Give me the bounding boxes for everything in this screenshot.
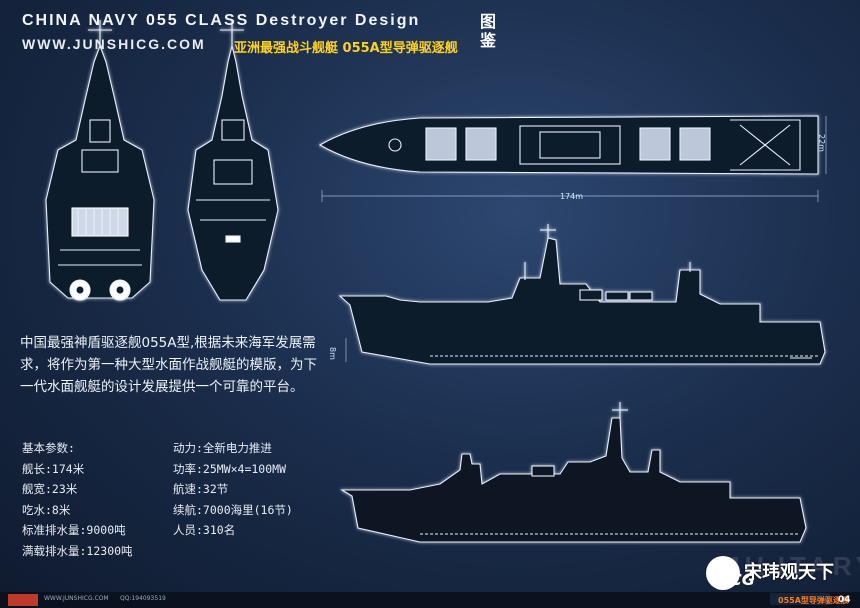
param-standard-displacement: 标准排水量:9000吨 xyxy=(22,523,126,537)
cg-logo-text: CG xyxy=(730,570,755,589)
plan-view xyxy=(318,115,819,175)
param-power: 功率:25MW×4=100MW xyxy=(173,461,287,476)
site-url[interactable]: WWW.JUNSHICG.COM xyxy=(22,36,206,52)
bow-view xyxy=(187,20,279,301)
side-view-1 xyxy=(338,224,826,365)
plan-dimension-lines xyxy=(321,116,827,202)
params-header: 基本参数: xyxy=(22,441,75,455)
wechat-badge: 宋玮观天下 xyxy=(706,556,856,590)
tujian-label: 图鉴 xyxy=(480,12,497,50)
params-right-list: 动力:全新电力推进 功率:25MW×4=100MW 航速:32节 续航:7000… xyxy=(173,438,293,541)
page-title: CHINA NAVY 055 CLASS Destroyer Design xyxy=(22,12,421,29)
draft-dimension: 8m xyxy=(328,347,337,360)
page-subtitle: 亚洲最强战斗舰艇 055A型导弹驱逐舰 xyxy=(234,41,458,56)
footer-page-label: 055A型导弹驱逐舰 xyxy=(778,596,849,605)
front-view xyxy=(45,20,155,301)
param-length: 舰长:174米 xyxy=(22,461,85,476)
footer-page-bar xyxy=(770,593,830,605)
description-text: 中国最强神盾驱逐舰055A型,根据未来海军发展需求，将作为第一种大型水面作战舰艇… xyxy=(20,335,317,395)
param-full-displacement: 满载排水量:12300吨 xyxy=(22,543,133,558)
page-number: 04 xyxy=(838,595,851,605)
length-dimension: 174m xyxy=(560,192,584,201)
params-left-list: 基本参数: 舰长:174米 舰宽:23米 吃水:8米 标准排水量:9000吨 满… xyxy=(22,438,133,561)
param-beam: 舰宽:23米 xyxy=(22,482,78,496)
footer-url[interactable]: WWW.JUNSHICG.COM xyxy=(44,595,109,602)
wechat-logo-icon xyxy=(706,556,740,590)
side-view-2 xyxy=(340,402,807,543)
footer-logo-block xyxy=(8,594,38,606)
footer-qq: QQ:194093519 xyxy=(120,595,166,602)
military-watermark: MILITARY xyxy=(718,551,860,581)
param-draft: 吃水:8米 xyxy=(22,502,71,517)
param-power-type: 动力:全新电力推进 xyxy=(173,441,272,455)
wechat-account-name: 宋玮观天下 xyxy=(744,562,834,583)
param-crew: 人员:310名 xyxy=(173,523,236,537)
beam-dimension: 22m xyxy=(817,134,826,152)
param-speed: 航速:32节 xyxy=(173,482,229,496)
footer-bar xyxy=(0,592,860,608)
param-range: 续航:7000海里(16节) xyxy=(173,502,293,517)
